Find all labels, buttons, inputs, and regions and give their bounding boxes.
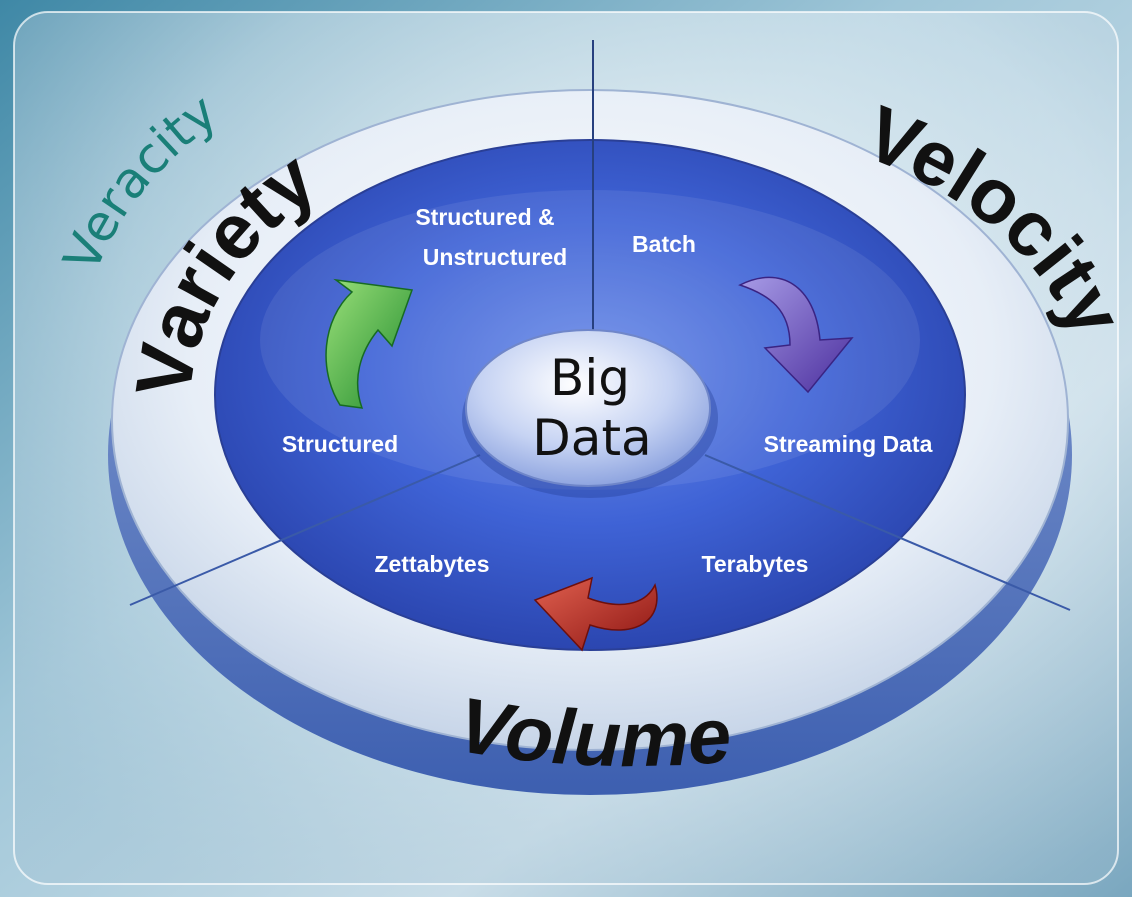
green-curved-arrow-icon: [325, 278, 414, 409]
purple-curved-arrow-icon: [738, 276, 854, 394]
center-line1: Big: [550, 349, 630, 407]
volume-label: Volume: [452, 680, 734, 783]
streaming-data-label: Streaming Data: [764, 431, 933, 457]
divider-right: [704, 454, 1071, 611]
terabytes-label: Terabytes: [702, 551, 809, 577]
red-curved-arrow-icon: [533, 576, 658, 652]
batch-label: Batch: [632, 231, 696, 257]
divider-left: [129, 454, 481, 606]
structured-unstructured-line1: Structured &: [415, 204, 554, 230]
structured-unstructured-line2: Unstructured: [423, 244, 567, 270]
structured-label: Structured: [282, 431, 398, 457]
zettabytes-label: Zettabytes: [374, 551, 489, 577]
big-data-hub: [465, 329, 711, 487]
center-line2: Data: [532, 409, 651, 467]
